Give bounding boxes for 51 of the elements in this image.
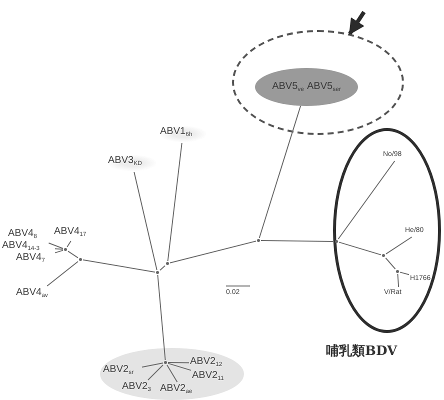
taxon-label: ABV4$_{7}$ (16, 252, 54, 266)
branch-line (54, 248, 64, 250)
taxon-label: ABV2$_{12}$ (190, 356, 232, 370)
branch-line (157, 274, 166, 360)
branch-line (134, 172, 158, 270)
branch-line (260, 240, 334, 242)
branch-point (166, 262, 169, 265)
branch-point (396, 270, 399, 273)
taxon-label: ABV3$_{KD}$ (108, 155, 156, 171)
branch-line (168, 362, 192, 371)
branch-point (164, 361, 167, 364)
branch-point (156, 271, 159, 274)
branch-line (48, 242, 64, 249)
branch-line (166, 364, 178, 382)
group-caption: 哺乳類BDV (326, 344, 398, 360)
branch-line (167, 142, 182, 262)
branch-line (148, 364, 164, 380)
taxon-label: ABV1$_{6h}$ (160, 126, 206, 142)
branch-line (385, 258, 396, 270)
branch-line (68, 250, 78, 258)
taxon-label: ABV2$_{sr}$ (103, 364, 141, 378)
branch-line (400, 272, 410, 276)
branch-line (338, 242, 382, 256)
taxon-label: ABV4$_{av}$ (16, 287, 58, 301)
branch-line (54, 250, 64, 254)
branch-point (79, 258, 82, 261)
branch-line (170, 240, 256, 264)
branch-line (142, 362, 164, 368)
branch-line (46, 261, 78, 286)
arrow (348, 10, 366, 36)
taxon-label: ABV2$_{11}$ (192, 370, 234, 384)
taxon-label: ABV4$_{14-3}$ (2, 240, 54, 254)
taxon-label: ABV2$_{3}$ (122, 381, 158, 395)
taxon-label: ABV5$_{ser}$ (307, 81, 341, 93)
taxon-label: ABV5$_{ve}$ (272, 81, 304, 93)
branch-line (82, 259, 156, 273)
branch-line (168, 362, 190, 364)
branch-line (160, 265, 166, 271)
branch-line (397, 274, 400, 288)
taxon-label: ABV2$_{ae}$ (160, 383, 204, 397)
branch-line (258, 105, 302, 238)
branch-point (64, 248, 67, 251)
branch-line (338, 160, 396, 240)
branch-point (382, 254, 385, 257)
branch-line (66, 240, 72, 248)
taxon-label: ABV4$_{17}$ (54, 226, 98, 240)
branch-line (386, 236, 412, 254)
branch-point (335, 240, 338, 243)
dashed-outline (232, 30, 404, 135)
branch-point (257, 239, 260, 242)
taxon-label: ABV4$_{8}$ (8, 228, 48, 242)
